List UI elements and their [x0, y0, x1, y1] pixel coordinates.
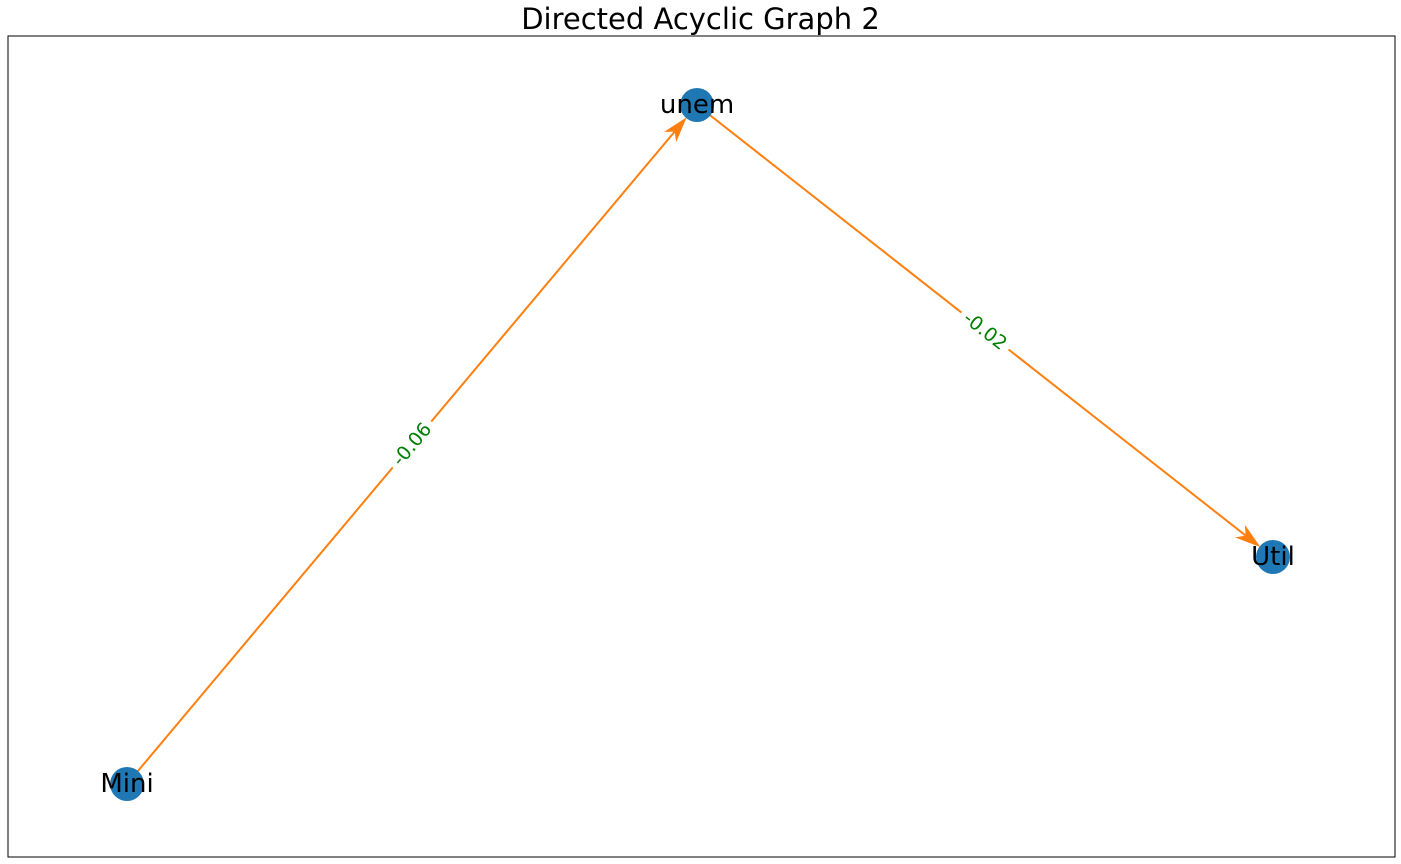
plot-frame — [7, 35, 1396, 858]
edge-label-background — [382, 413, 442, 476]
edge-label-group: -0.02 — [953, 302, 1017, 360]
node-Util — [1256, 540, 1290, 574]
edge-label-background — [953, 302, 1017, 360]
edge-labels-layer: -0.06 -0.02 — [382, 302, 1017, 476]
nodes-layer — [110, 88, 1290, 801]
node-unem — [680, 88, 714, 122]
node-label-unem: unem — [660, 90, 734, 120]
diagram-title: Directed Acyclic Graph 2 — [521, 2, 880, 36]
node-label-Mini: Mini — [100, 769, 153, 799]
arrowhead — [1235, 524, 1261, 548]
node-Mini — [110, 767, 144, 801]
arrowhead — [663, 117, 687, 143]
edges-layer — [129, 107, 1261, 781]
edge-label-group: -0.06 — [382, 413, 442, 476]
node-label-Util: Util — [1251, 542, 1295, 572]
